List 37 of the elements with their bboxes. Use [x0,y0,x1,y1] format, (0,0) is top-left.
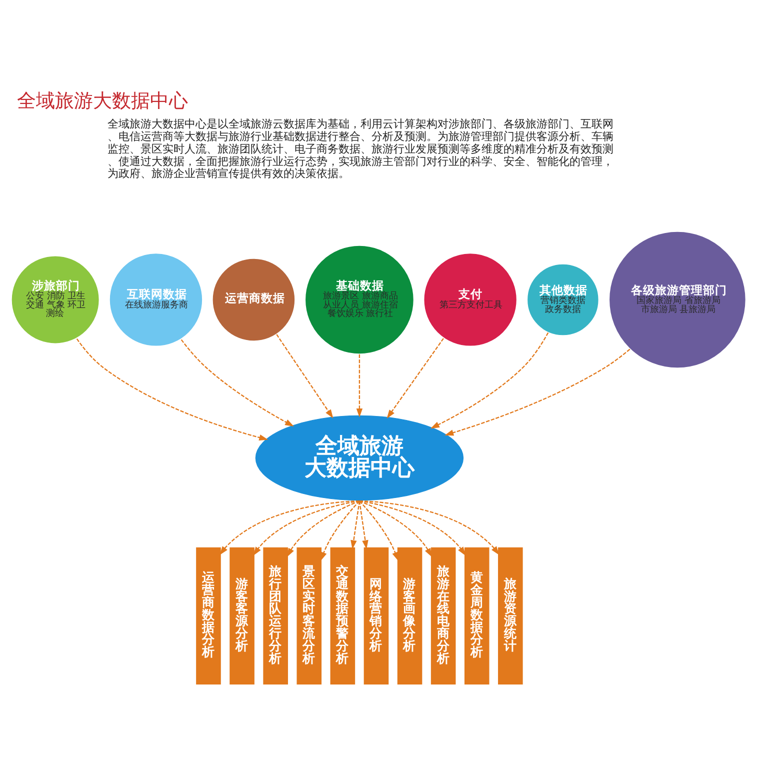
arrow [220,500,360,555]
node-circle: 涉旅部门 公安 消防 卫生交通 气象 环卫测绘 [10,254,100,344]
arrow [444,348,630,436]
node-circle: 互联网数据 在线旅游服务商 [108,252,204,347]
diagram-title: 全域旅游大数据中心 [16,90,188,112]
node-box: 运营商数据分析 [196,546,221,684]
arrow [320,500,360,560]
arrow [386,338,444,418]
arrow [350,500,360,549]
node-circle: 其他数据 营销类数据政务数据 [526,262,600,336]
arrow [286,500,360,557]
arrow [359,500,466,556]
arrow [359,500,500,555]
arrow [430,332,549,428]
arrow [180,338,294,426]
node-box: 游客客源分析 [230,546,254,684]
node-box: 交通数据预警分析 [330,546,356,684]
node-circle: 运营商数据 [211,256,296,342]
node-box: 旅行团队运行分析 [263,546,288,684]
arrow [358,500,368,549]
node-circle: 各级旅游管理部门 国家旅游局 省旅游局市旅游局 县旅游局 [608,230,747,369]
node-circle: 支付 第三方支付工具 [422,252,518,347]
arrow [356,354,363,417]
arrow [276,334,334,418]
node-circle: 基础数据 旅游景区 旅游商品从业人员 旅游住宿餐饮娱乐 旅行社 [304,244,415,355]
node-ellipse: 全域旅游大数据中心 [255,414,464,500]
arrow [76,338,268,440]
node-box: 网络营销分析 [364,546,389,684]
node-box: 黄金周数据分析 [464,546,490,684]
node-box: 旅游在线电商分析 [430,546,456,684]
arrow [253,500,360,556]
node-box: 景区实时客流分析 [296,546,322,684]
arrow [359,500,398,560]
node-box: 旅游资源统计 [498,546,523,684]
node-box: 游客画像分析 [397,546,422,684]
label: 全域旅游大数据中心是以全域旅游云数据库为基础，利用云计算架构对涉旅部门、各级旅游部门、互联网、电信运营商等大数据与旅游行业基础数据进行整合、分析及预测。为旅游管理部门提供客源分析、车辆监控、景区实时人流、旅游团队统计、电子商务数据、旅游行业发展预测等多维度的精准分析及有效预测、使通过大数据，全面把握旅游行业运行态势，实现旅游主管部门对行业的科学、安全、智能化的管理，为政府、旅游企业营销宣传提供有效的决策依据。 [107,117,614,180]
arrow [359,500,432,557]
